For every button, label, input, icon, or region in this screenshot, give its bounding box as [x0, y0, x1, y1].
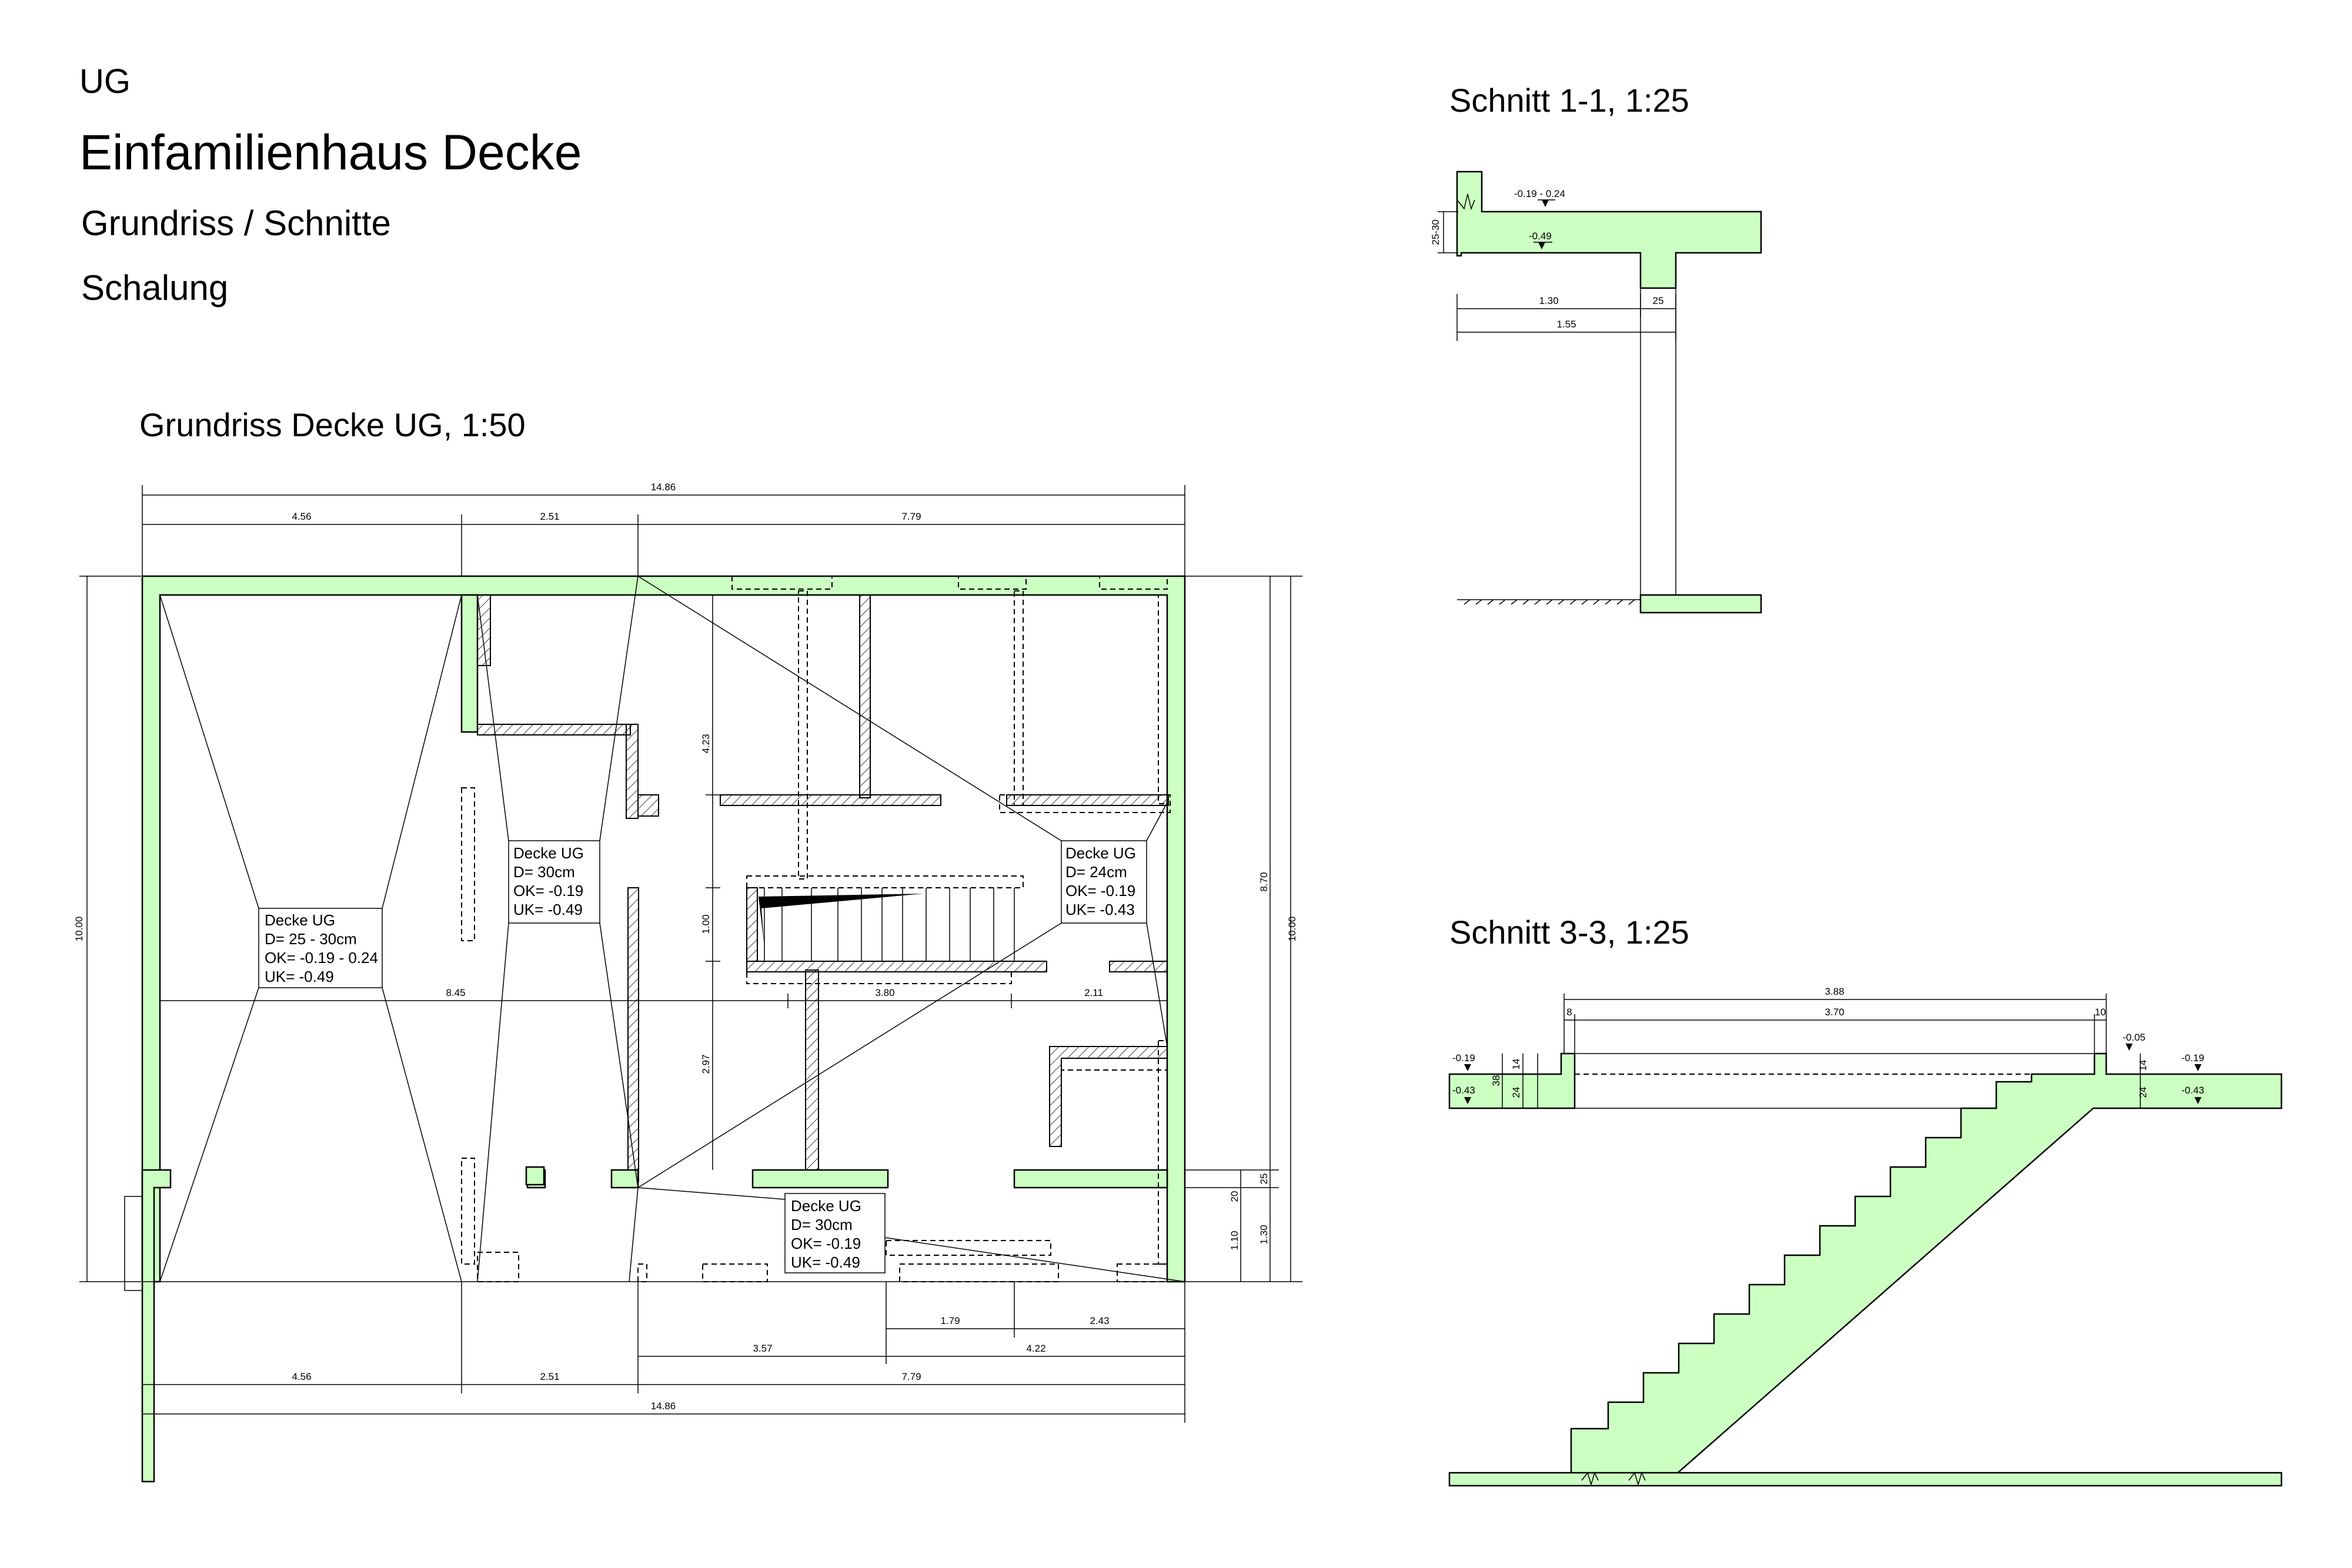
- dim-right-inner: 8.70: [1258, 872, 1269, 891]
- svg-text:Decke UG: Decke UG: [791, 1197, 861, 1215]
- s3-lvl-right-bot: -0.43: [2181, 1085, 2204, 1096]
- plan-dims-bottom: 1.79 2.43 3.57 4.22 4.56 2.51 7.79 14.86: [142, 1282, 1185, 1423]
- svg-text:UK= -0.49: UK= -0.49: [265, 968, 334, 985]
- section-3-3: Schnitt 3-3, 1:25 3.88 3.70 8 10 38 14 2…: [1448, 914, 2283, 1487]
- dim-right-outer: 10.00: [1287, 917, 1298, 942]
- section1-title: Schnitt 1-1, 1:25: [1449, 82, 1689, 119]
- dim-bottom-overall: 14.86: [651, 1400, 676, 1412]
- slab-label-3: Decke UG D= 24cm OK= -0.19 UK= -0.43: [1061, 840, 1147, 924]
- dim-bottom-b: 4.22: [1026, 1343, 1045, 1354]
- dim-right-130: 1.30: [1258, 1225, 1269, 1244]
- svg-text:D= 30cm: D= 30cm: [791, 1216, 853, 1233]
- s3-d14b: 14: [2137, 1060, 2149, 1071]
- s1-dim-b: 25: [1653, 295, 1664, 306]
- dim-bottom-a: 3.57: [753, 1343, 772, 1354]
- level-label: UG: [79, 62, 131, 101]
- column: [525, 1166, 545, 1186]
- dim-423: 4.23: [700, 734, 711, 753]
- dim-bottom-seg2: 2.51: [540, 1371, 559, 1382]
- load-distribution-lines: [159, 576, 1185, 1282]
- s1-dim-total: 1.55: [1556, 319, 1576, 330]
- plan-title: Grundriss Decke UG, 1:50: [139, 406, 526, 443]
- s3-lvl-right-mid: -0.05: [2123, 1032, 2146, 1043]
- dim-top-seg3: 7.79: [901, 511, 921, 522]
- svg-text:OK= -0.19: OK= -0.19: [791, 1235, 861, 1252]
- dim-bottom-d: 2.43: [1090, 1315, 1109, 1326]
- slab-label-2: Decke UG D= 30cm OK= -0.19 UK= -0.49: [508, 840, 600, 924]
- svg-text:D= 24cm: D= 24cm: [1065, 863, 1127, 881]
- s3-d24b: 24: [2137, 1087, 2149, 1098]
- s3-d38: 38: [1491, 1075, 1502, 1086]
- svg-text:Decke UG: Decke UG: [513, 844, 584, 862]
- s3-lvl-left-bot: -0.43: [1452, 1085, 1475, 1096]
- inner-wall-upper: [460, 594, 479, 733]
- svg-text:UK= -0.43: UK= -0.43: [1065, 901, 1135, 918]
- s1-dim-a: 1.30: [1539, 295, 1558, 306]
- svg-text:UK= -0.49: UK= -0.49: [791, 1253, 860, 1271]
- s3-dim-overall: 3.88: [1825, 986, 1844, 997]
- dim-bottom-seg1: 4.56: [292, 1371, 311, 1382]
- s1-level-bottom: -0.49: [1529, 230, 1552, 242]
- dim-bottom-c: 1.79: [940, 1315, 960, 1326]
- dim-right-110: 1.10: [1229, 1231, 1240, 1250]
- s3-d24a: 24: [1511, 1087, 1522, 1098]
- svg-text:Decke UG: Decke UG: [265, 911, 335, 929]
- s3-d14a: 14: [1511, 1059, 1522, 1070]
- s3-dim-right: 10: [2095, 1007, 2106, 1018]
- section3-title: Schnitt 3-3, 1:25: [1449, 914, 1689, 951]
- s3-dim-left: 8: [1566, 1007, 1572, 1018]
- dim-bottom-seg3: 7.79: [901, 1371, 921, 1382]
- dim-100: 1.00: [700, 914, 711, 934]
- dim-right-20: 20: [1229, 1191, 1240, 1202]
- dim-right-25: 25: [1258, 1174, 1269, 1185]
- dim-380: 3.80: [875, 987, 894, 998]
- dim-845: 8.45: [446, 987, 465, 998]
- sheet-title: Einfamilienhaus Decke: [79, 125, 582, 180]
- dim-297: 2.97: [700, 1054, 711, 1074]
- svg-text:OK= -0.19: OK= -0.19: [513, 882, 583, 900]
- section-1-1: Schnitt 1-1, 1:25 -0.19 - 0.24 -0.49 25-…: [1430, 82, 1762, 614]
- dim-left-height: 10.00: [74, 917, 85, 942]
- svg-text:D= 25 - 30cm: D= 25 - 30cm: [265, 930, 357, 948]
- sheet-subtitle: Grundriss / Schnitte: [81, 203, 391, 243]
- s1-thickness: 25-30: [1430, 219, 1441, 245]
- plan-dims-top: 14.86 4.56 2.51 7.79: [142, 482, 1185, 579]
- slab-label-4: Decke UG D= 30cm OK= -0.19 UK= -0.49: [784, 1193, 886, 1273]
- dim-211: 2.11: [1084, 987, 1103, 998]
- floor-plan: Grundriss Decke UG, 1:50 14.86 4.56 2.51…: [74, 406, 1302, 1483]
- outer-wall-left-extension: [141, 1169, 172, 1483]
- slab-label-1: Decke UG D= 25 - 30cm OK= -0.19 - 0.24 U…: [258, 908, 383, 988]
- plan-dims-left: 10.00: [74, 576, 141, 1282]
- svg-text:UK= -0.49: UK= -0.49: [513, 901, 583, 918]
- s3-lvl-right-top: -0.19: [2181, 1052, 2204, 1064]
- dim-top-seg2: 2.51: [540, 511, 559, 522]
- s3-dim-inner: 3.70: [1825, 1007, 1844, 1018]
- sheet-subject: Schalung: [81, 268, 228, 307]
- s1-level-top: -0.19 - 0.24: [1514, 188, 1565, 199]
- dim-top-overall: 14.86: [651, 482, 676, 493]
- s3-lvl-left-top: -0.19: [1452, 1052, 1475, 1064]
- plan-dims-inner: 8.45 3.80 2.11 4.23 1.00 2.97: [160, 595, 1167, 1170]
- dim-top-seg1: 4.56: [292, 511, 311, 522]
- svg-text:OK= -0.19: OK= -0.19: [1065, 882, 1135, 900]
- plan-dims-right: 10.00 8.70 25 1.30 1.10 20: [1185, 576, 1302, 1282]
- svg-text:D= 30cm: D= 30cm: [513, 863, 575, 881]
- plan-stair: [746, 875, 1047, 984]
- walls-below-dashed: [461, 576, 1171, 1282]
- svg-text:Decke UG: Decke UG: [1065, 844, 1136, 862]
- svg-text:OK= -0.19 - 0.24: OK= -0.19 - 0.24: [265, 949, 378, 967]
